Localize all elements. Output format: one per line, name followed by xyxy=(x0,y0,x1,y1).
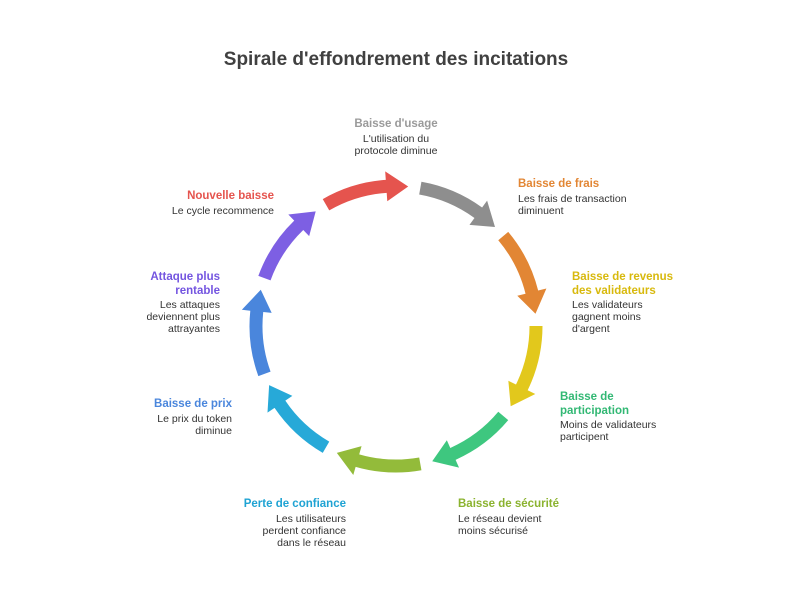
cycle-arrow-participation xyxy=(432,411,509,468)
step-label-attack: Attaque plus rentable Les attaques devie… xyxy=(130,271,220,335)
step-desc: Les utilisateurs perdent confiance dans … xyxy=(262,512,346,549)
cycle-arrow-price xyxy=(241,289,272,377)
step-desc: Le réseau devient moins sécurisé xyxy=(458,512,542,537)
cycle-arrow-usage xyxy=(419,181,495,228)
step-title: Attaque plus rentable xyxy=(150,271,220,297)
step-desc: Les attaques deviennent plus attrayantes xyxy=(146,299,220,335)
step-desc: Les frais de transaction diminuent xyxy=(518,192,627,217)
diagram-title: Spirale d'effondrement des incitations xyxy=(223,49,569,70)
step-desc: Le cycle recommence xyxy=(171,204,274,217)
step-title: Baisse de revenus des validateurs xyxy=(572,271,674,297)
step-title: Baisse de participation xyxy=(560,391,630,417)
step-label-security: Baisse de sécurité Le réseau devient moi… xyxy=(458,498,578,537)
step-desc: Les validateurs gagnent moins d'argent xyxy=(572,299,643,335)
step-desc: L'utilisation du protocole diminue xyxy=(354,132,438,157)
step-title: Baisse d'usage xyxy=(354,118,438,130)
cycle-arrow-security xyxy=(336,446,422,475)
cycle-arrow-fees xyxy=(498,231,547,314)
step-title: Nouvelle baisse xyxy=(187,190,274,202)
step-label-validator-revenue: Baisse de revenus des validateurs Les va… xyxy=(572,271,687,335)
step-label-price: Baisse de prix Le prix du token diminue xyxy=(132,398,232,437)
cycle-arrow-validator-revenue xyxy=(508,326,543,407)
cycle-arrow-confidence xyxy=(267,385,330,453)
step-label-usage: Baisse d'usage L'utilisation du protocol… xyxy=(326,118,466,157)
step-desc: Moins de validateurs participent xyxy=(560,419,657,443)
step-title: Baisse de prix xyxy=(154,398,232,410)
step-label-new-drop: Nouvelle baisse Le cycle recommence xyxy=(154,190,274,217)
step-desc: Le prix du token diminue xyxy=(157,412,232,437)
step-label-participation: Baisse de participation Moins de validat… xyxy=(560,391,670,443)
step-title: Baisse de frais xyxy=(518,178,600,190)
cycle-arrow-attack xyxy=(258,211,316,281)
cycle-arrow-new-drop xyxy=(322,171,409,211)
step-label-confidence: Perte de confiance Les utilisateurs perd… xyxy=(226,498,346,549)
step-title: Perte de confiance xyxy=(243,498,346,510)
step-title: Baisse de sécurité xyxy=(458,498,560,510)
step-label-fees: Baisse de frais Les frais de transaction… xyxy=(518,178,638,217)
